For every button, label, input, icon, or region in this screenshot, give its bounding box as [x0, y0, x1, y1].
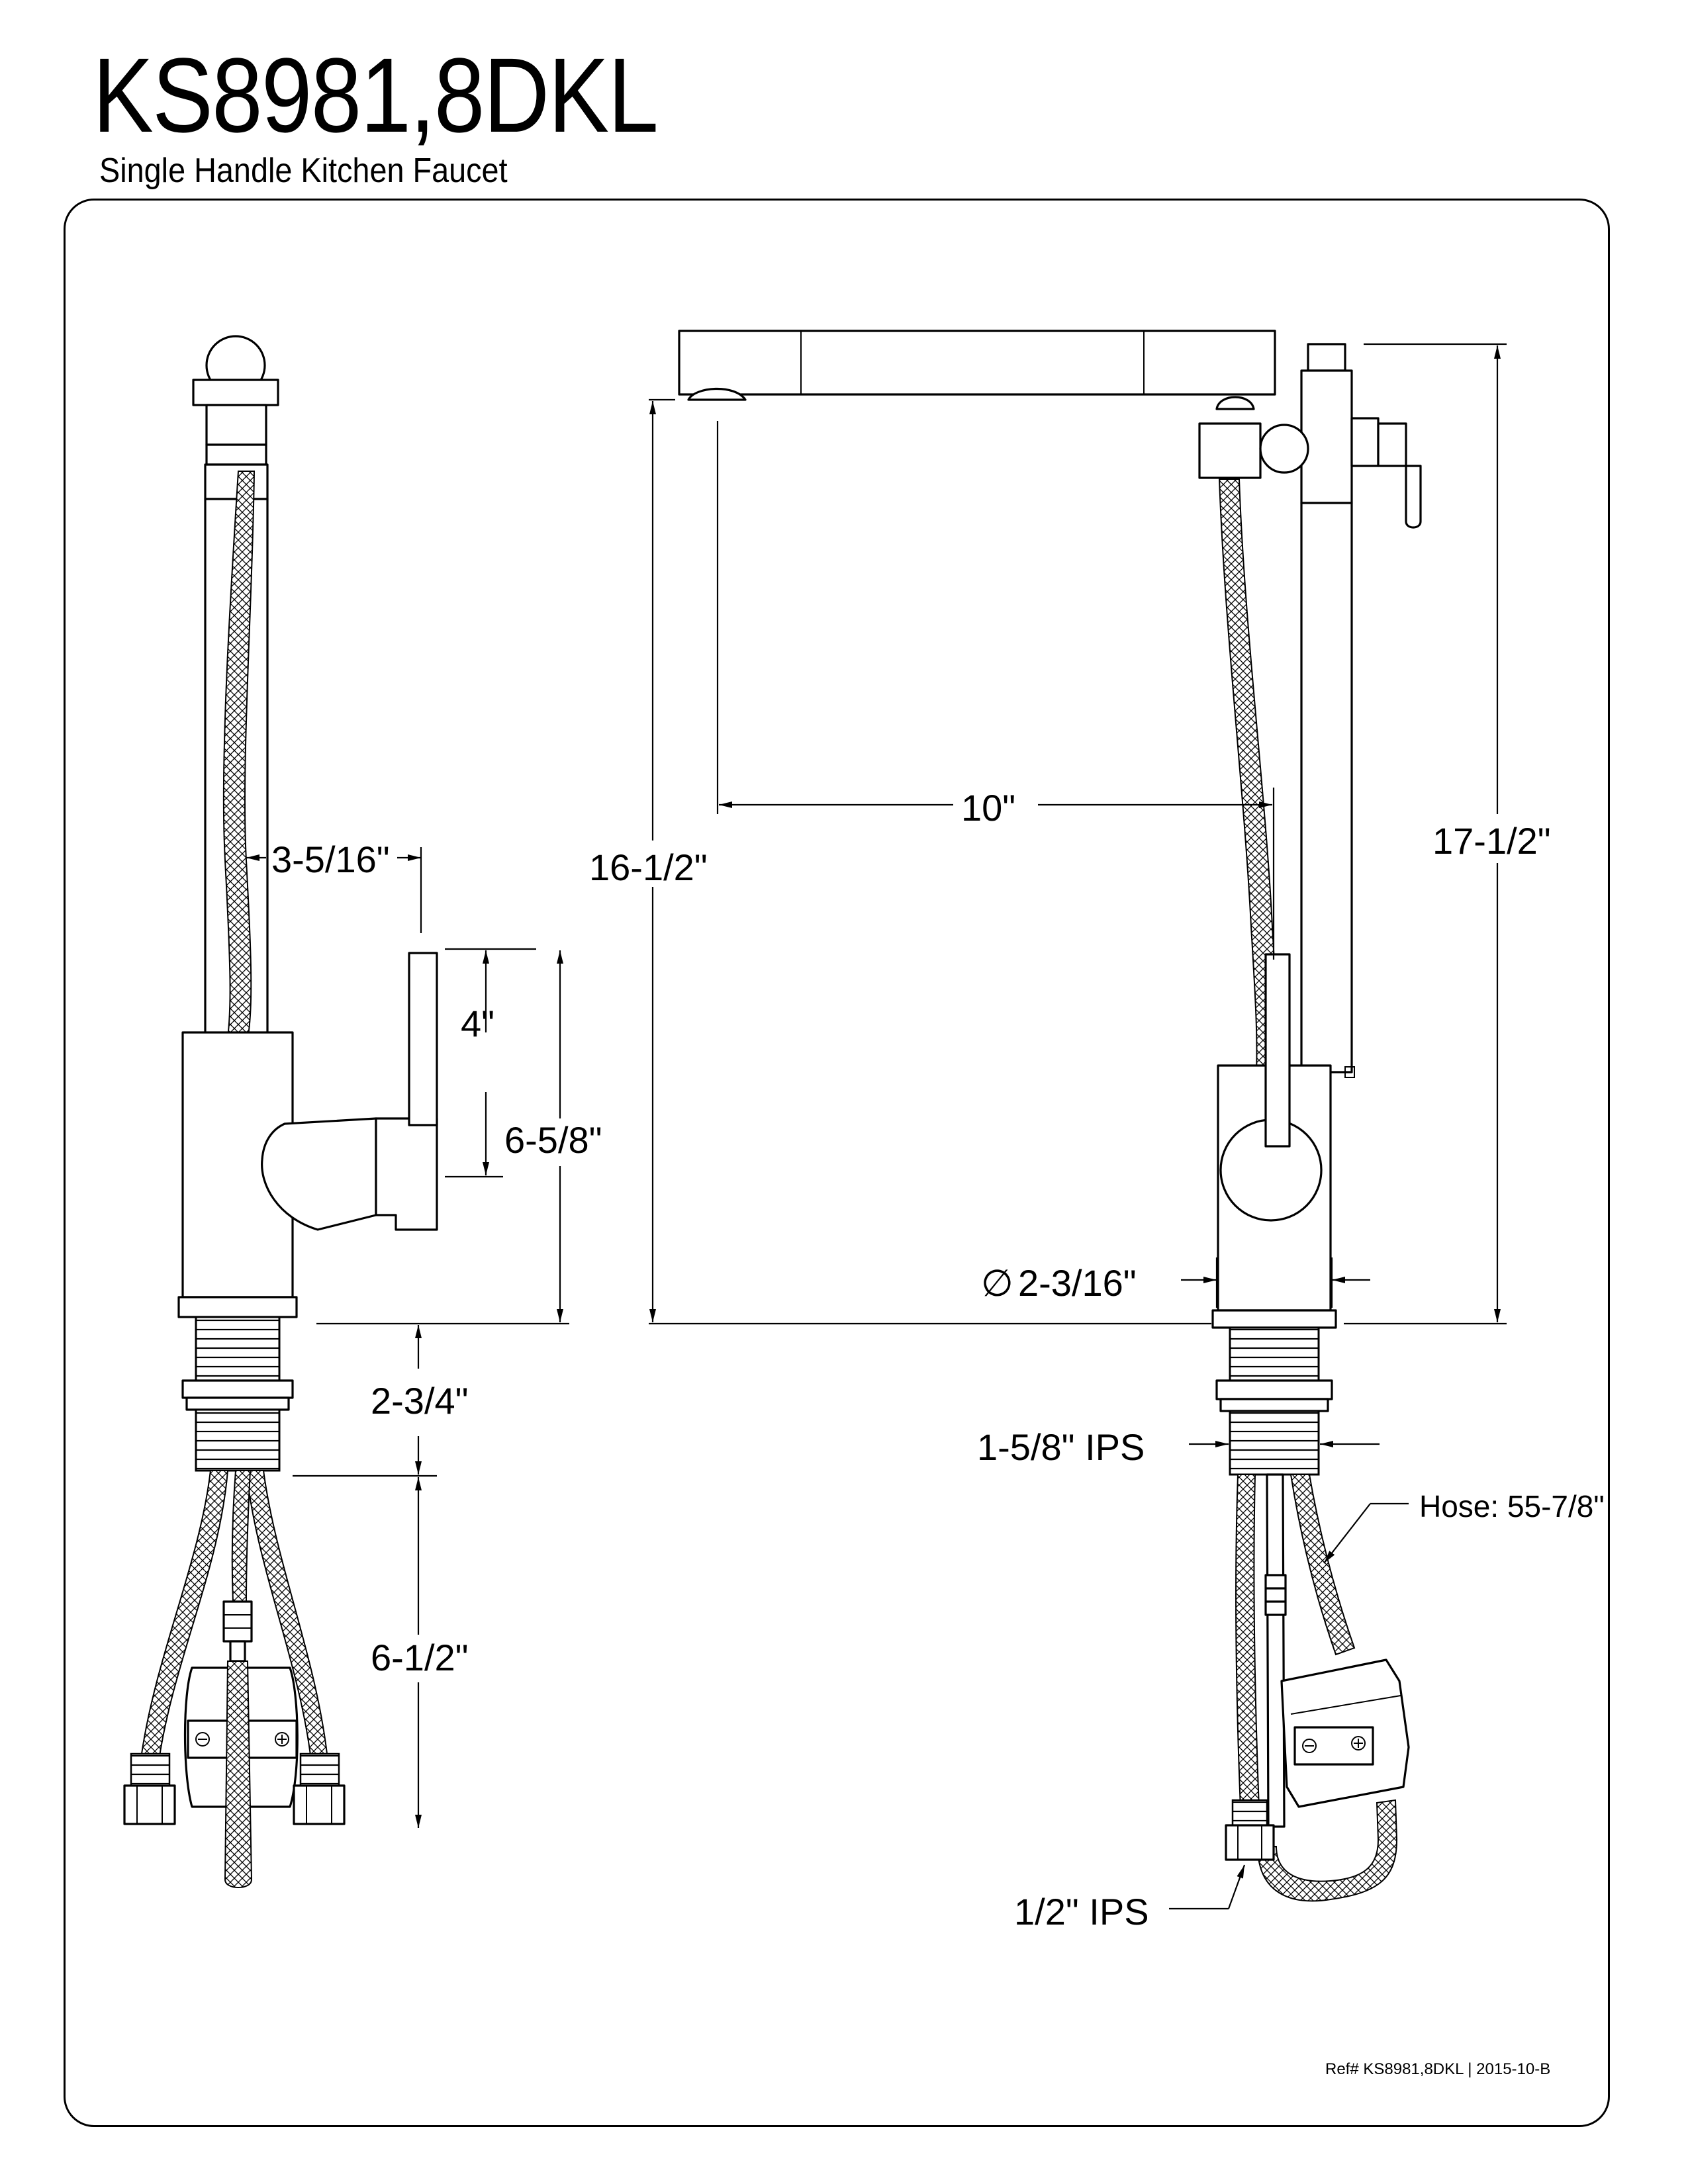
- side-view-dimensions: [246, 847, 569, 1828]
- handle-hub: [261, 1117, 377, 1231]
- front-view-dimensions: [649, 343, 1507, 1910]
- reference-note: Ref# KS8981,8DKL | 2015-10-B: [1325, 2060, 1550, 2078]
- dim-supply-thread: 1/2" IPS: [1014, 1891, 1149, 1933]
- mount-nut: [181, 1379, 294, 1399]
- dim-spout-reach-side: 3-5/16": [271, 839, 390, 880]
- page-title: KS8981,8DKL: [93, 36, 659, 154]
- side-view-faucet: [123, 335, 438, 1888]
- handle-lever: [408, 952, 438, 1126]
- front-handle-lever: [1264, 953, 1291, 1148]
- swivel-joint: [1198, 422, 1262, 479]
- dim-handle-height: 4": [461, 1003, 494, 1044]
- spray-outlet: [687, 387, 747, 401]
- drawing-frame: [64, 199, 1610, 2127]
- dim-supply-length: 6-1/2": [371, 1637, 469, 1678]
- side-knob: [1405, 465, 1422, 529]
- deck-plate: [177, 1296, 298, 1318]
- dim-shank-thread: 1-5/8" IPS: [977, 1426, 1145, 1468]
- front-supply-nut: [1225, 1824, 1275, 1861]
- quick-connect: [222, 1600, 253, 1643]
- column-upper: [1300, 369, 1353, 504]
- spout-arm: [678, 330, 1276, 396]
- dim-shank-length: 2-3/4": [371, 1380, 469, 1422]
- page-subtitle: Single Handle Kitchen Faucet: [99, 152, 508, 190]
- dim-hose-length: Hose: 55-7/8": [1419, 1489, 1605, 1524]
- front-view-faucet: [678, 330, 1422, 1902]
- dim-spout-reach: 10": [961, 787, 1015, 829]
- dim-overall-height: 17-1/2": [1432, 820, 1551, 862]
- supply-nut-right: [293, 1784, 346, 1825]
- supply-nut-left: [123, 1784, 176, 1825]
- front-shank-thread: [1229, 1326, 1320, 1382]
- hose-loop: [1256, 1799, 1398, 1902]
- diameter-symbol: ∅: [981, 1262, 1013, 1304]
- dim-overall-height-spout: 16-1/2": [589, 846, 708, 888]
- dim-handle-to-deck: 6-5/8": [504, 1119, 602, 1161]
- dim-base-diameter: 2-3/16": [1018, 1262, 1137, 1304]
- column: [1300, 502, 1353, 1073]
- front-supply-hose: [1235, 1474, 1262, 1841]
- shank-thread: [195, 1316, 281, 1382]
